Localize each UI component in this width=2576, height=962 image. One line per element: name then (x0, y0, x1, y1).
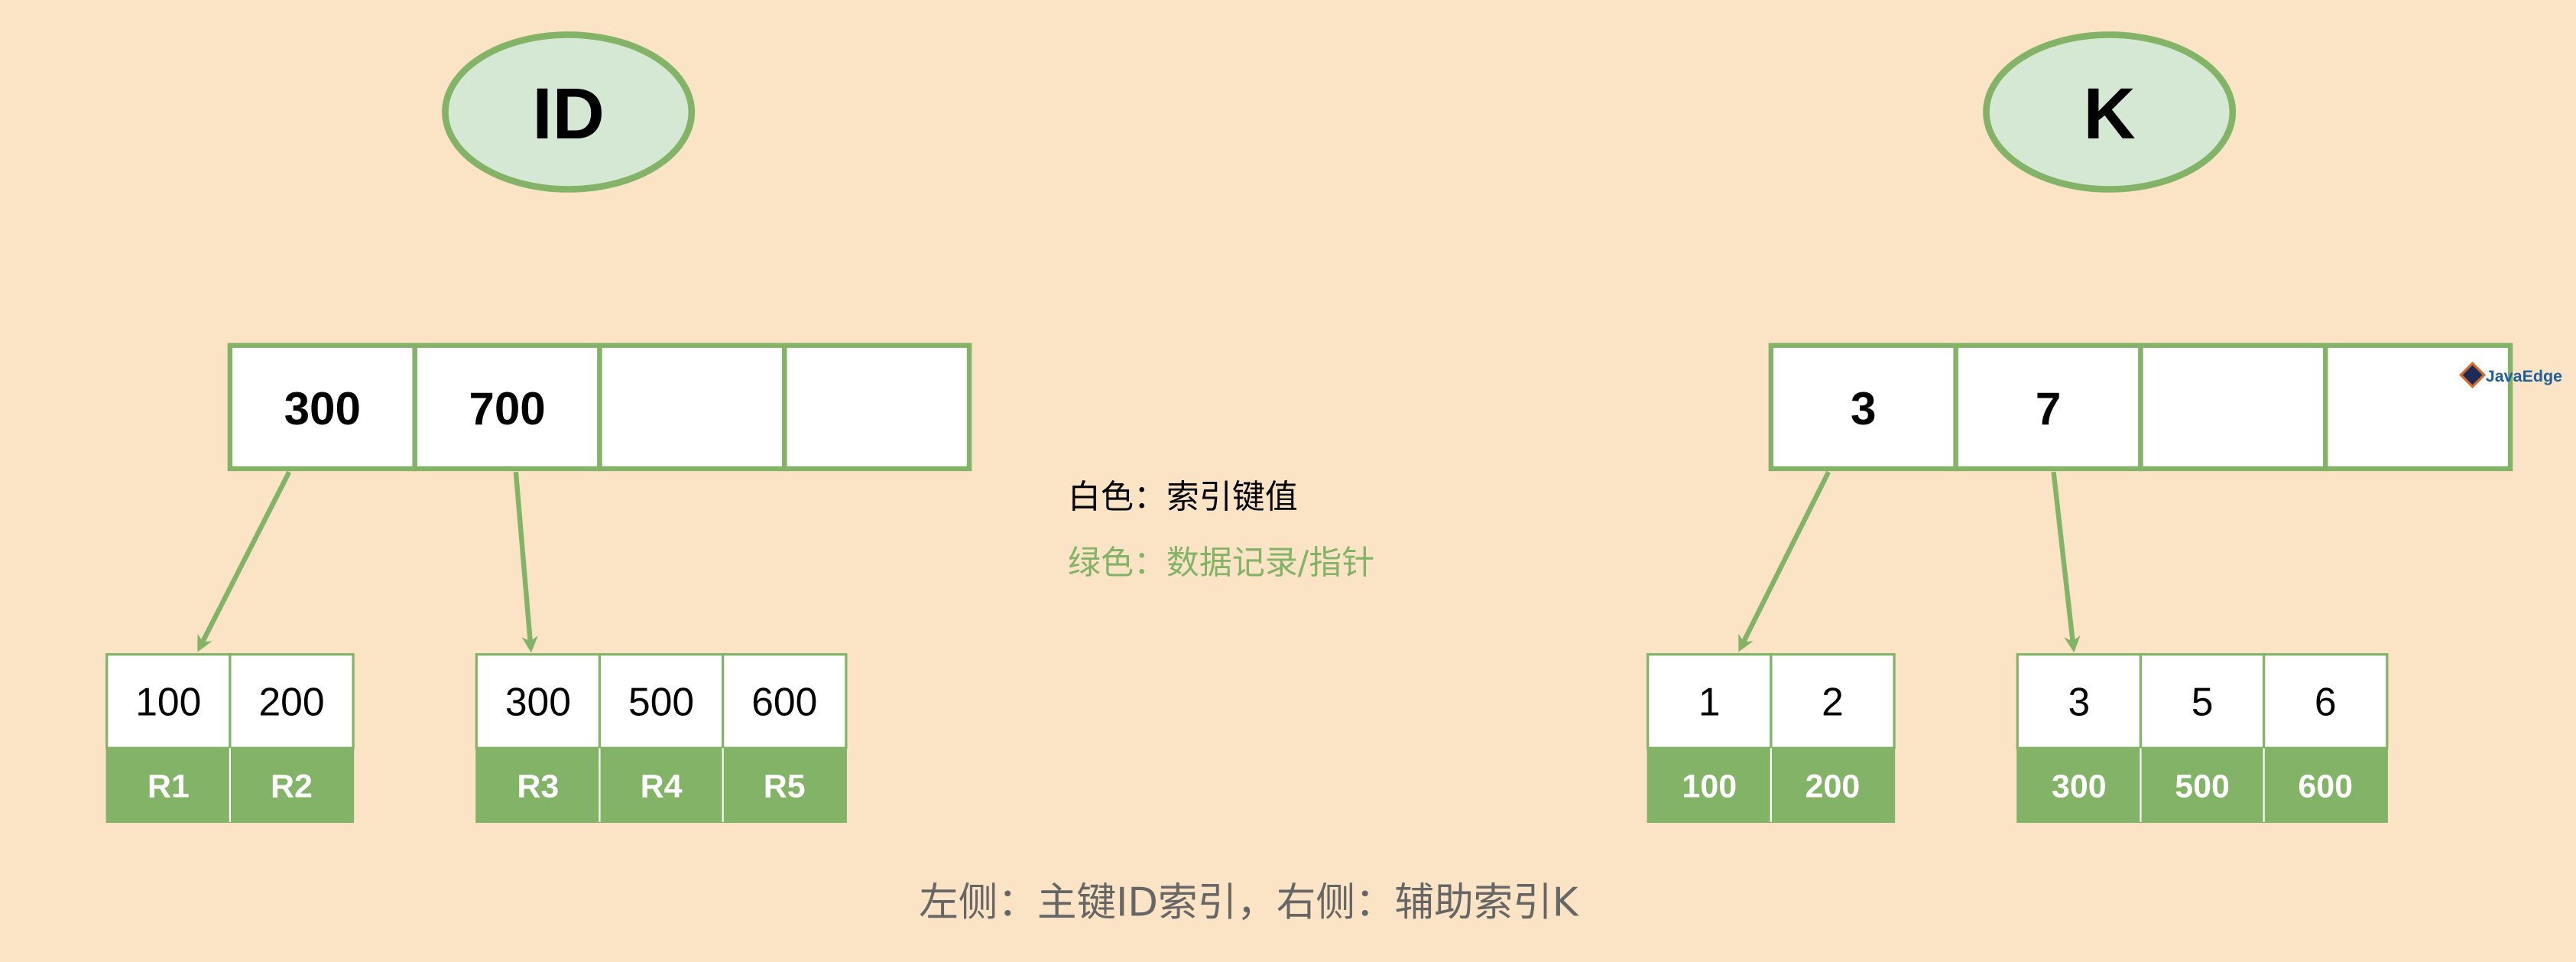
root-key: 3 (1851, 383, 1876, 434)
leaf-value: 500 (2175, 769, 2230, 805)
leaf-value-cell (2016, 747, 2142, 824)
leaf-value-cell (475, 747, 601, 824)
leaf-key-cell (2139, 653, 2266, 749)
root-key-cell (597, 343, 787, 472)
leaf-value: R1 (148, 769, 190, 805)
legend-green: 绿色：数据记录/指针 (1068, 544, 1374, 582)
pointer-arrow (513, 471, 538, 653)
leaf-key: 2 (1822, 679, 1844, 723)
leaf-key: 300 (505, 679, 571, 723)
leaf-key: 6 (2315, 679, 2337, 723)
leaf-key-cell (722, 653, 848, 749)
root-key-cell (2138, 343, 2328, 472)
leaf-value: 200 (1805, 769, 1861, 805)
leaf-node: 1 100 2 200 (1646, 653, 1896, 824)
leaf-value: 100 (1682, 769, 1737, 805)
leaf-value: R5 (764, 769, 806, 805)
leaf-key-cell (229, 653, 355, 749)
root-key-cell (1953, 343, 2143, 472)
root-key-cell (1768, 343, 1958, 472)
legend-white: 白色：索引键值 (1068, 478, 1298, 516)
leaf-value: 300 (2052, 769, 2107, 805)
index-name: K (2083, 73, 2135, 154)
leaf-value: R4 (641, 769, 683, 805)
javaedge-logo: JavaEdge (2459, 361, 2562, 388)
leaf-key-cell (2263, 653, 2389, 749)
leaf-key: 200 (258, 679, 324, 723)
root-key-cell (2323, 343, 2513, 472)
leaf-value-cell (105, 747, 231, 824)
leaf-value-cell (1770, 747, 1896, 824)
leaf-key: 5 (2192, 679, 2214, 723)
root-key: 300 (284, 383, 361, 434)
javaedge-logo-icon (2459, 361, 2487, 388)
leaf-key-cell (2016, 653, 2143, 749)
pointer-arrow (2051, 471, 2081, 653)
index-name-ellipse (442, 31, 696, 193)
leaf-value-cell (1646, 747, 1772, 824)
root-key-cell (782, 343, 972, 472)
leaf-value: R2 (271, 769, 313, 805)
leaf-key: 3 (2068, 679, 2091, 723)
index-tree-k: K 3 7 1 100 2 200 3 300 5 500 6 600 (1646, 31, 2513, 824)
leaf-value-cell (2263, 747, 2388, 824)
logo-text: JavaEdge (2486, 367, 2562, 385)
leaf-value: R3 (517, 769, 559, 805)
leaf-value-cell (229, 747, 355, 824)
index-name-ellipse (1983, 31, 2237, 193)
leaf-node: 3 300 5 500 6 600 (2016, 653, 2389, 824)
root-key: 7 (2036, 383, 2061, 434)
caption: 左侧：主键ID索引，右侧：辅助索引K (919, 879, 1579, 925)
leaf-key: 100 (135, 679, 201, 723)
leaf-key: 600 (751, 679, 817, 723)
pointer-arrow (1738, 470, 1831, 652)
pointer-arrow (197, 470, 292, 652)
leaf-value-cell (599, 747, 724, 824)
root-key: 700 (469, 383, 545, 434)
leaf-value: 600 (2298, 769, 2353, 805)
leaf-key: 500 (628, 679, 694, 723)
index-name: ID (532, 73, 605, 154)
root-key-cell (412, 343, 602, 472)
leaf-key: 1 (1698, 679, 1721, 723)
